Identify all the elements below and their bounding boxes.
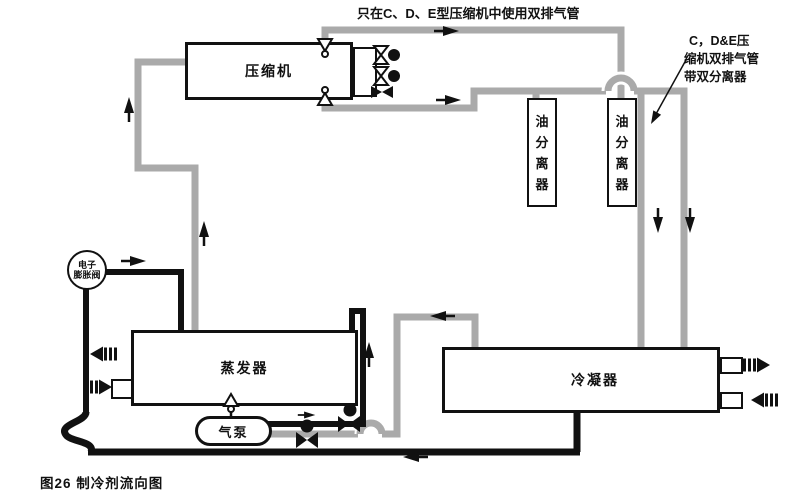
pump-to-evaporator-pipe (268, 308, 366, 427)
pump-line-valve-2-icon (338, 403, 360, 432)
flow-arrow-down-left-line (651, 206, 665, 235)
oil-separator-2-char: 分 (615, 134, 629, 150)
pump-line-valve-1-icon (296, 419, 318, 448)
flex-squiggle (61, 410, 95, 454)
gray-crossover-bridge (356, 419, 386, 435)
oil-separator-1-char: 分 (535, 134, 549, 150)
flow-arrow-left-condenser-top (428, 309, 457, 323)
oil-separator-1-char: 离 (535, 155, 549, 171)
top-discharge-pipe (321, 26, 625, 101)
gas-pump-label: 气泵 (218, 424, 249, 440)
airflow-arrow-right-condenser (743, 357, 770, 373)
compressor-discharge-valve-2-icon (371, 66, 400, 86)
oil-separator-1-char: 器 (535, 176, 549, 192)
oil-separator-2-char: 器 (615, 176, 629, 192)
condenser-right-port-top (720, 357, 743, 374)
evaporator-left-port (111, 379, 133, 399)
flow-arrow-right-bottom-discharge (434, 93, 463, 107)
airflow-arrow-left-evaporator (90, 346, 117, 362)
flow-arrow-up-evap-right (362, 340, 376, 369)
evaporator-drain-valve-icon (222, 392, 240, 418)
side-note-line-2: 缩机双排气管 (684, 52, 760, 66)
side-note-line-3: 带双分离器 (684, 70, 747, 84)
oil-separator-2-box: 油 分 离 器 (607, 98, 637, 207)
airflow-arrow-right-evaporator (85, 379, 112, 395)
compressor-bottom-service-valve-icon (316, 86, 334, 106)
compressor-label: 压缩机 (245, 63, 293, 79)
gas-pump: 气泵 (195, 416, 272, 446)
expansion-valve-label-2: 膨胀阀 (73, 270, 101, 280)
flow-arrow-right-top-discharge (432, 24, 461, 38)
compressor-discharge-valve-3-icon (371, 86, 393, 98)
compressor-top-service-valve-icon (316, 38, 334, 58)
flow-arrow-right-pump-line (296, 410, 317, 420)
discharge-to-condenser-right (634, 87, 688, 350)
oil-separator-1-box: 油 分 离 器 (527, 98, 557, 207)
oil-separator-1-char: 油 (535, 113, 549, 129)
side-note-line-1: C，D&E压 (689, 34, 750, 48)
flow-arrow-up-suction-left (122, 95, 136, 124)
condenser-top-gray-line (382, 313, 479, 438)
compressor-discharge-valve-1-icon (371, 45, 400, 65)
evaporator-label: 蒸发器 (220, 360, 269, 376)
condenser-label: 冷凝器 (571, 372, 619, 388)
oil-separator-2-char: 离 (615, 155, 629, 171)
flow-arrow-up-suction-evap (197, 219, 211, 248)
flow-arrow-right-expansion (119, 254, 148, 268)
pipe-crossover-bridge (604, 74, 638, 92)
top-note: 只在C、D、E型压缩机中使用双排气管 (357, 6, 580, 21)
airflow-arrow-left-condenser (751, 392, 778, 408)
condenser-right-port-bottom (720, 392, 743, 409)
electronic-expansion-valve: 电子 膨胀阀 (67, 250, 107, 290)
side-note-leader-arrow (651, 59, 687, 124)
expansion-valve-label-1: 电子 (77, 260, 96, 270)
oil-separator-2-char: 油 (615, 113, 629, 129)
condenser-box: 冷凝器 (442, 347, 720, 413)
flow-arrow-left-bottom-line (401, 450, 430, 464)
expansion-to-evaporator-pipe (100, 269, 184, 332)
figure-caption: 图26 制冷剂流向图 (40, 476, 164, 491)
flow-arrow-down-right-line (683, 206, 697, 235)
suction-pipe (134, 58, 199, 334)
evaporator-box: 蒸发器 (131, 330, 358, 406)
side-note: C，D&E压 缩机双排气管 带双分离器 (684, 32, 759, 86)
